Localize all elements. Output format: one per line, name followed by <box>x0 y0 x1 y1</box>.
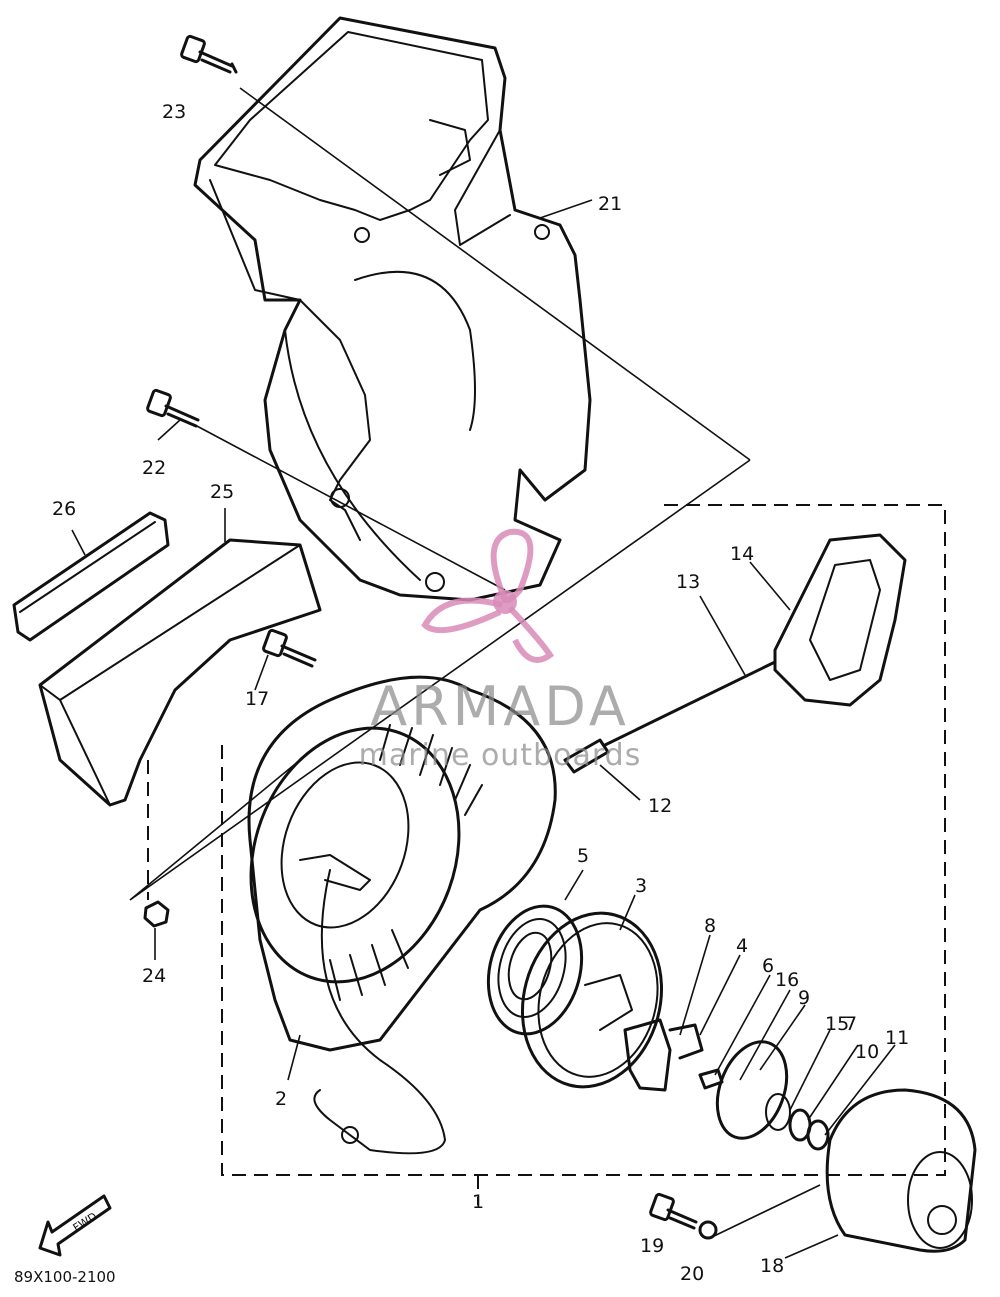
part-2-starter-housing <box>247 675 557 1155</box>
watermark-tagline: marine outboards <box>359 738 642 773</box>
part-22-bolt <box>146 388 200 428</box>
label-part-17: 17 <box>245 688 269 710</box>
label-part-19: 19 <box>640 1235 664 1257</box>
part-3-pulley <box>520 911 664 1089</box>
part-24-nut <box>143 900 170 928</box>
label-part-7: 7 <box>845 1013 857 1035</box>
label-part-13: 13 <box>676 571 700 593</box>
label-part-8: 8 <box>704 915 716 937</box>
label-part-2: 2 <box>275 1088 287 1110</box>
label-part-18: 18 <box>760 1255 784 1277</box>
label-part-16: 16 <box>775 969 799 991</box>
part-20-washer <box>698 1220 718 1240</box>
label-part-3: 3 <box>635 875 647 897</box>
part-17-bolt <box>262 628 317 668</box>
watermark-brand: ARMADA <box>370 675 630 738</box>
part-hub-stack <box>698 1040 830 1151</box>
label-part-22: 22 <box>142 457 166 479</box>
label-part-14: 14 <box>730 543 754 565</box>
label-part-5: 5 <box>577 845 589 867</box>
fwd-label: FWD <box>71 1210 100 1235</box>
label-part-12: 12 <box>648 795 672 817</box>
armada-logo-icon <box>421 528 555 663</box>
fwd-arrow-icon: FWD <box>38 1194 112 1257</box>
label-part-6: 6 <box>762 955 774 977</box>
assembly-frames <box>129 87 946 1205</box>
part-12-guide <box>563 738 610 774</box>
label-part-26: 26 <box>52 498 76 520</box>
part-18-cap <box>825 1088 977 1253</box>
part-number-labels: 23 21 22 26 25 17 24 2 5 3 8 4 6 16 9 15… <box>52 101 909 1285</box>
label-part-11: 11 <box>885 1027 909 1049</box>
diagram-code: 89X100-2100 <box>14 1268 116 1286</box>
part-21-cover <box>193 16 592 602</box>
part-4-pawl <box>623 1018 704 1092</box>
watermark: ARMADA marine outboards <box>359 528 642 773</box>
part-5-spring <box>486 904 584 1036</box>
label-part-9: 9 <box>798 987 810 1009</box>
label-part-20: 20 <box>680 1263 704 1285</box>
label-part-4: 4 <box>736 935 748 957</box>
label-part-10: 10 <box>855 1041 879 1063</box>
label-part-21: 21 <box>598 193 622 215</box>
part-23-bolt <box>180 34 238 74</box>
part-19-bolt <box>649 1192 698 1230</box>
label-part-24: 24 <box>142 965 166 987</box>
label-part-25: 25 <box>210 481 234 503</box>
part-25-side-cover <box>38 538 322 807</box>
part-26-strip <box>12 511 170 642</box>
label-part-1: 1 <box>472 1191 484 1213</box>
part-14-handle <box>773 533 907 707</box>
label-part-15: 15 <box>825 1013 849 1035</box>
label-part-23: 23 <box>162 101 186 123</box>
leader-lines <box>71 199 896 1259</box>
part-13-rope <box>603 660 777 747</box>
